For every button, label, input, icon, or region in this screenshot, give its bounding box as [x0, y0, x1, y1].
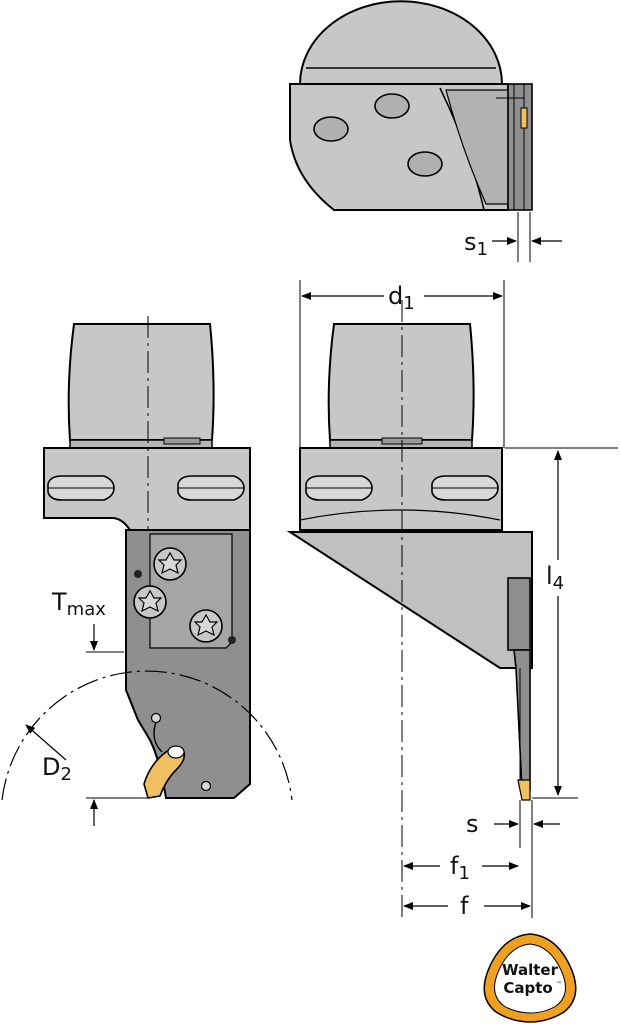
top-hole	[374, 93, 410, 119]
tmax-label: Tmax	[51, 588, 106, 620]
d2-label: D2	[42, 753, 72, 785]
s1-label: s1	[464, 228, 488, 260]
front-view-blade	[507, 577, 531, 651]
d1-label: d1	[388, 282, 415, 314]
side-view-shank	[67, 323, 215, 441]
front-view: d1 l4 s f1 f	[286, 280, 618, 920]
l4-label: l4	[546, 562, 564, 594]
top-view-dome	[298, 0, 504, 85]
torx-screw-icon	[133, 585, 167, 619]
d2-arc	[1, 670, 293, 801]
torx-screw-icon	[189, 609, 223, 643]
f-label: f	[460, 892, 469, 920]
top-hole	[407, 151, 443, 177]
side-view: D2 Tmax	[1, 316, 293, 826]
front-view-shank	[327, 323, 475, 441]
logo-line2: Capto	[503, 979, 552, 997]
s-label: s	[466, 810, 479, 838]
logo-line1: Walter	[502, 961, 559, 979]
logo-trademark: ™	[556, 981, 562, 988]
top-view-blade	[507, 83, 533, 211]
torx-screw-icon	[153, 547, 187, 581]
walter-capto-logo: Walter Capto ™	[483, 933, 577, 1023]
top-hole	[313, 116, 349, 142]
top-view: s1	[289, 0, 562, 262]
f1-label: f1	[450, 852, 470, 884]
front-view-wedge	[286, 531, 533, 669]
